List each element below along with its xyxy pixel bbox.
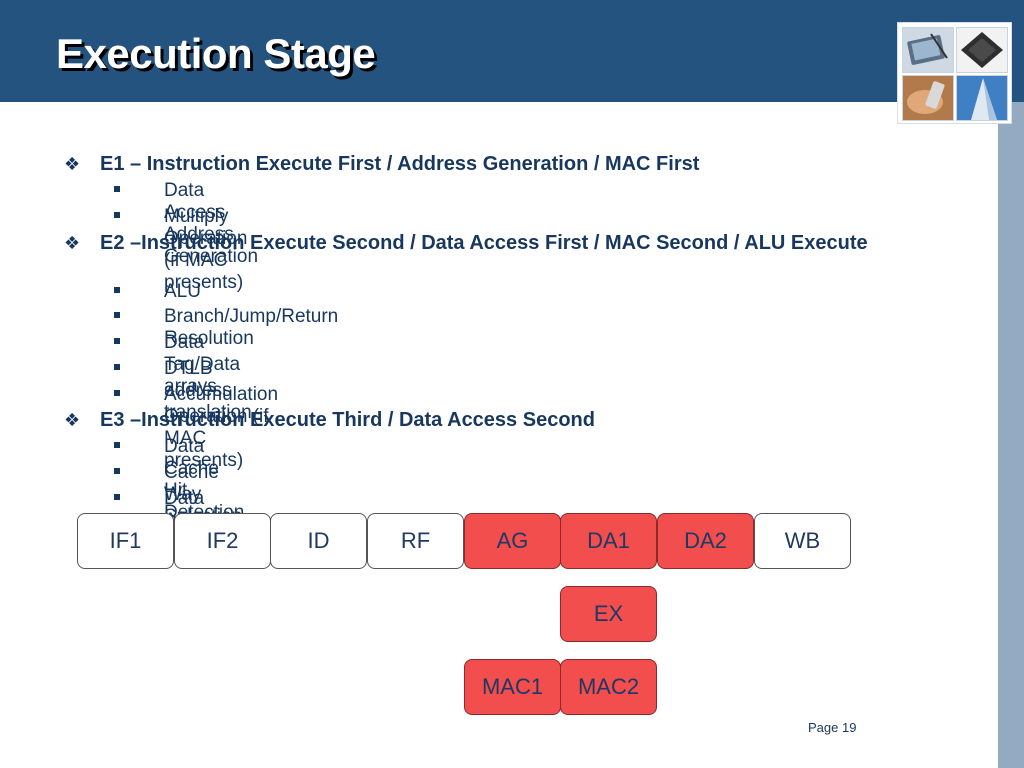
square-bullet-icon	[114, 338, 120, 344]
microchip-image	[956, 27, 1008, 73]
square-bullet-icon	[114, 442, 120, 448]
stage-if1: IF1	[77, 513, 174, 569]
sub-bullet: Multiply Operation (if MAC presents)	[164, 206, 248, 293]
stage-id: ID	[270, 513, 367, 569]
slide-title: Execution Stage	[56, 30, 376, 77]
bullet-e1: E1 – Instruction Execute First / Address…	[100, 153, 700, 175]
diamond-bullet-icon: ❖	[64, 233, 81, 253]
stage-mac2: MAC2	[560, 659, 657, 715]
square-bullet-icon	[114, 312, 120, 318]
sub-bullet: Data Tag/Data arrays	[164, 332, 241, 397]
page-number: Page 19	[808, 720, 857, 735]
square-bullet-icon	[114, 186, 120, 192]
sub-bullet: ALU	[164, 281, 201, 302]
square-bullet-icon	[114, 468, 120, 474]
tablet-stylus-image	[902, 27, 954, 73]
sub-bullet: Branch/Jump/Return Resolution	[164, 306, 339, 349]
stage-ex: EX	[560, 586, 657, 642]
header-logo-collage	[897, 22, 1012, 124]
stage-wb: WB	[754, 513, 851, 569]
diamond-bullet-icon: ❖	[64, 154, 81, 174]
stage-mac1: MAC1	[464, 659, 561, 715]
sub-bullet: Data Access Address Generation	[164, 180, 259, 267]
sub-bullet: DTLB address translation	[164, 358, 252, 423]
stage-rf: RF	[367, 513, 464, 569]
skyscraper-image	[956, 75, 1008, 121]
square-bullet-icon	[114, 364, 120, 370]
stage-da1: DA1	[560, 513, 657, 569]
stage-da2: DA2	[657, 513, 754, 569]
square-bullet-icon	[114, 212, 120, 218]
square-bullet-icon	[114, 287, 120, 293]
square-bullet-icon	[114, 494, 120, 500]
hand-phone-image	[902, 75, 954, 121]
stage-if2: IF2	[174, 513, 271, 569]
title-bar: Execution Stage	[0, 0, 1024, 102]
bullet-e2: E2 –Instruction Execute Second / Data Ac…	[100, 232, 868, 254]
diamond-bullet-icon: ❖	[64, 410, 81, 430]
sub-bullet: Accumulation Operation (if MAC presents)	[164, 384, 279, 471]
square-bullet-icon	[114, 390, 120, 396]
right-accent-bar	[998, 102, 1024, 768]
bullet-e3: E3 –Instruction Execute Third / Data Acc…	[100, 409, 595, 431]
stage-ag: AG	[464, 513, 561, 569]
